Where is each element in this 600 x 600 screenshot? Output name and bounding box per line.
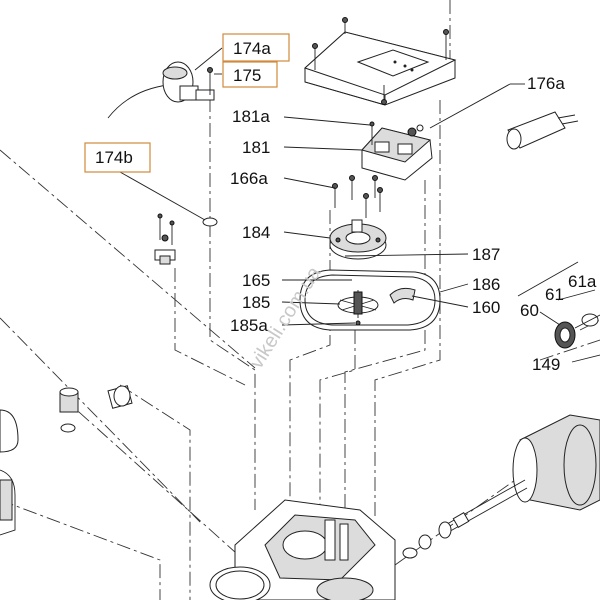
capacitor [506,111,579,150]
label-leaders [119,47,600,363]
plug-parts [59,385,133,433]
label-165: 165 [242,271,270,290]
boxed-labels: 174a 175 174b [84,33,290,173]
label-box-174b [84,142,151,173]
part-labels: 176a 181a 181 166a 184 187 165 186 185 1… [230,74,597,374]
label-185a: 185a [230,316,268,335]
left-body [0,409,19,536]
clip-174b [154,213,176,265]
label-181: 181 [242,138,270,157]
circuit-board [361,121,433,181]
washer [202,217,218,227]
label-box-174a [222,33,290,62]
label-186: 186 [472,275,500,294]
label-61: 61 [545,285,564,304]
label-185: 185 [242,293,270,312]
label-181a: 181a [232,107,270,126]
part-149 [554,313,600,349]
part-160 [389,287,416,304]
label-175: 175 [233,66,261,85]
screws-166a [332,175,383,218]
label-box-175 [222,61,278,88]
top-cover [304,17,457,106]
label-61a: 61a [568,272,597,291]
pump-housing [209,499,396,600]
label-187: 187 [472,245,500,264]
stator [329,219,387,260]
label-160: 160 [472,298,500,317]
label-166a: 166a [230,169,268,188]
label-184: 184 [242,223,270,242]
connector-174a [107,61,215,119]
label-174b: 174b [95,148,133,167]
motor [402,414,600,559]
label-149: 149 [532,355,560,374]
label-60: 60 [520,301,539,320]
label-174a: 174a [233,39,271,58]
impeller [337,290,379,326]
label-176a: 176a [527,74,565,93]
